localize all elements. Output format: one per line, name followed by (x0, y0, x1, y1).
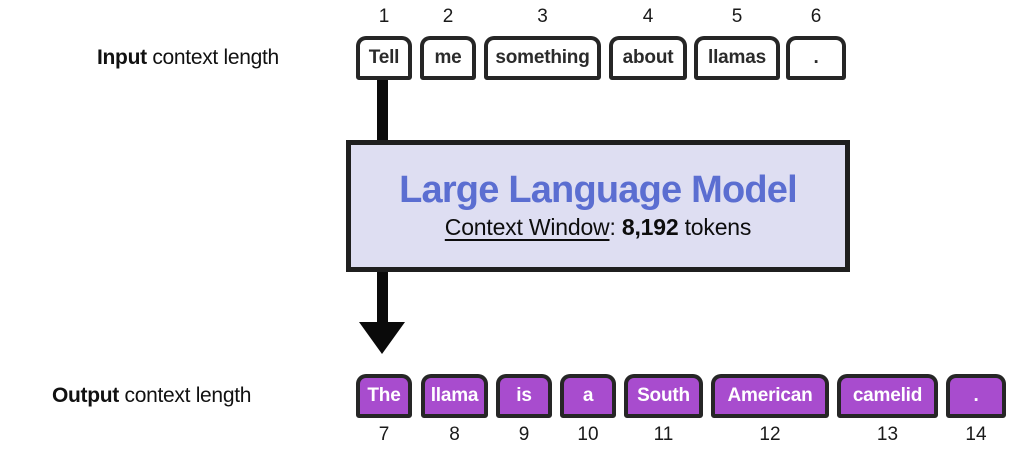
arrow-model-to-output-head (359, 322, 405, 354)
token-text: is (516, 385, 532, 406)
token-index: 6 (810, 6, 822, 27)
context-window-unit: tokens (678, 214, 752, 241)
context-window-label: Context Window (444, 214, 610, 241)
output-label-bold: Output (52, 384, 120, 407)
arrow-model-to-output-shaft (377, 272, 388, 328)
context-window-value: 8,192 (621, 214, 679, 241)
token-text: llama (430, 385, 479, 406)
token-box: Tell (356, 36, 412, 80)
token-box: me (420, 36, 476, 80)
token-index: 4 (642, 6, 654, 27)
arrow-input-to-model (377, 80, 388, 142)
token-text: something (495, 47, 590, 68)
token-box: . (786, 36, 846, 80)
token-box: . (946, 374, 1006, 418)
token-index: 14 (965, 424, 987, 445)
token-text: a (582, 385, 594, 406)
output-label-rest: context length (119, 384, 252, 407)
token-index: 13 (876, 424, 899, 445)
token-index: 8 (449, 424, 460, 445)
token-box: llamas (694, 36, 780, 80)
llm-box: Large Language Model Context Window: 8,1… (346, 140, 850, 272)
token-index: 11 (653, 424, 674, 445)
token-index: 10 (577, 424, 599, 445)
token-box: is (496, 374, 552, 418)
token-box: llama (421, 374, 488, 418)
token-index: 7 (378, 424, 390, 445)
input-label-rest: context length (146, 46, 279, 69)
llm-title: Large Language Model (399, 168, 798, 211)
token-box: The (356, 374, 412, 418)
token-box: something (484, 36, 601, 80)
token-box: a (560, 374, 616, 418)
token-index: 9 (518, 424, 530, 445)
token-box: about (609, 36, 687, 80)
input-label-bold: Input (97, 46, 147, 69)
token-text: me (434, 47, 462, 68)
token-index: 1 (378, 6, 390, 27)
token-box: camelid (837, 374, 938, 418)
input-row-label: Input context length (97, 46, 279, 70)
token-box: American (711, 374, 829, 418)
token-text: camelid (852, 385, 923, 406)
token-box: South (624, 374, 703, 418)
token-index: 2 (442, 6, 454, 27)
token-text: The (367, 385, 401, 406)
token-text: . (973, 385, 979, 406)
token-text: about (622, 47, 674, 68)
token-index: 5 (731, 6, 743, 27)
token-text: American (727, 385, 813, 406)
token-index: 12 (759, 424, 781, 445)
llm-context-window-line: Context Window: 8,192 tokens (444, 214, 752, 241)
token-index: 3 (537, 6, 548, 27)
context-window-separator: : (609, 214, 622, 241)
token-text: South (637, 385, 690, 406)
output-row-label: Output context length (52, 384, 251, 408)
token-text: Tell (368, 47, 400, 68)
token-text: . (813, 47, 819, 68)
token-text: llamas (708, 47, 766, 68)
